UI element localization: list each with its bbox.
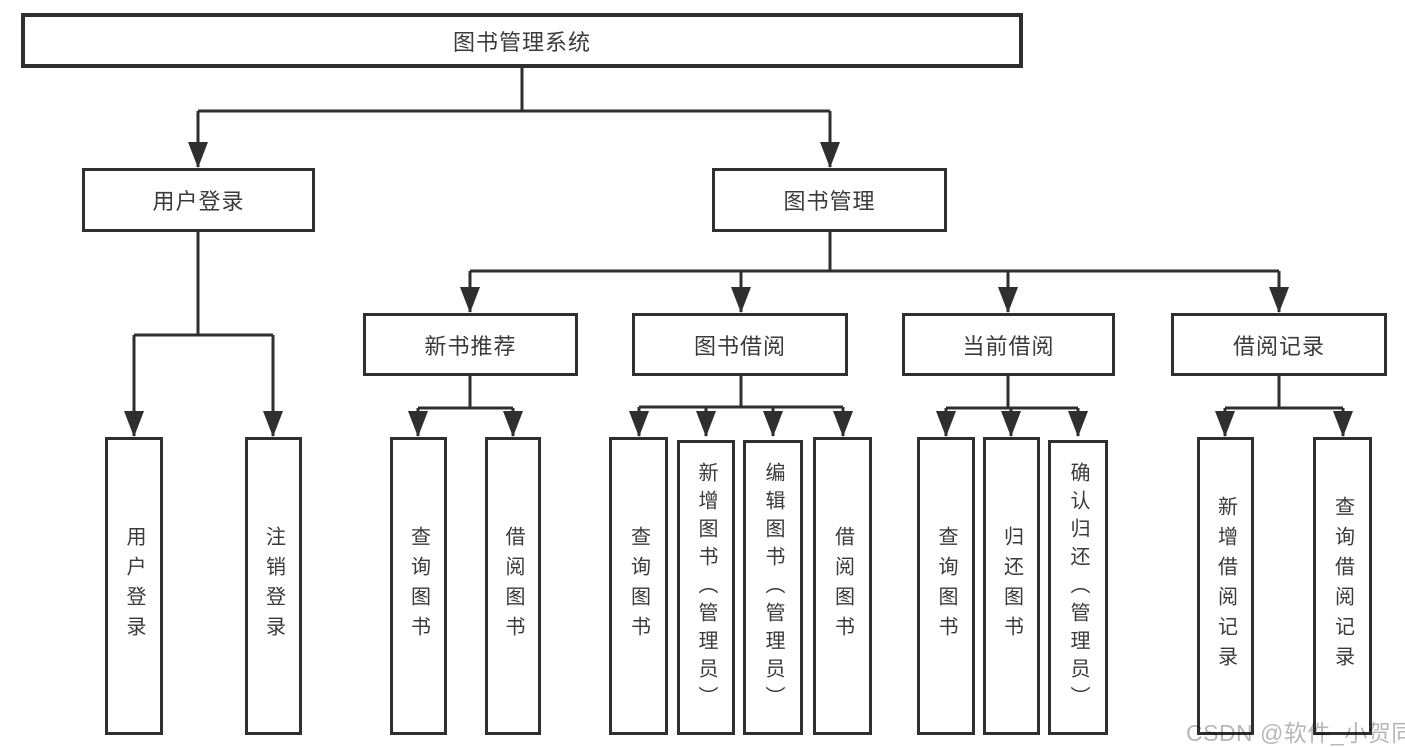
node-label: 借阅记录 xyxy=(1232,333,1325,359)
node-label: 当前借阅 xyxy=(962,333,1055,359)
node-label: 图书管理系统 xyxy=(452,29,591,55)
leaf-label: 查询图书 xyxy=(407,526,430,646)
leaf-label: 用户登录 xyxy=(123,526,145,646)
leaf-confirm-return-admin: 确认归还（管理员） xyxy=(1048,440,1108,735)
node-label: 图书借阅 xyxy=(693,333,786,359)
leaf-query-books-3: 查询图书 xyxy=(917,437,975,735)
leaf-label: 借阅图书 xyxy=(831,526,854,646)
leaf-label: 查询图书 xyxy=(627,526,650,646)
leaf-label: 查询借阅记录 xyxy=(1331,496,1354,676)
leaf-query-books-1: 查询图书 xyxy=(390,437,447,735)
leaf-borrow-books-1: 借阅图书 xyxy=(485,437,541,735)
node-current-borrowing: 当前借阅 xyxy=(902,313,1115,376)
leaf-return-book: 归还图书 xyxy=(983,437,1040,735)
connectors xyxy=(124,68,1353,437)
leaf-label: 归还图书 xyxy=(1000,526,1023,646)
node-book-management: 图书管理 xyxy=(712,168,947,232)
leaf-query-books-2: 查询图书 xyxy=(609,437,668,735)
node-book-management-system: 图书管理系统 xyxy=(21,13,1023,68)
leaf-user-login: 用户登录 xyxy=(105,437,163,735)
node-user-login: 用户登录 xyxy=(82,168,315,232)
leaf-borrow-books-2: 借阅图书 xyxy=(813,437,872,735)
leaf-label: 新增图书（管理员） xyxy=(695,461,717,714)
node-book-borrowing: 图书借阅 xyxy=(632,313,848,376)
node-label: 图书管理 xyxy=(783,189,876,214)
leaf-label: 借阅图书 xyxy=(502,526,524,646)
node-borrowing-records: 借阅记录 xyxy=(1171,313,1387,376)
leaf-query-borrow-record: 查询借阅记录 xyxy=(1313,437,1372,735)
node-label: 新书推荐 xyxy=(424,333,517,359)
leaf-label: 查询图书 xyxy=(935,526,957,646)
leaf-label: 编辑图书（管理员） xyxy=(762,461,784,714)
node-label: 用户登录 xyxy=(152,189,245,214)
leaf-edit-book-admin: 编辑图书（管理员） xyxy=(743,440,803,735)
leaf-add-book-admin: 新增图书（管理员） xyxy=(677,440,735,735)
leaf-add-borrow-record: 新增借阅记录 xyxy=(1197,437,1254,735)
csdn-watermark: CSDN @软件_小贺同学 xyxy=(1186,720,1405,746)
leaf-label: 确认归还（管理员） xyxy=(1067,461,1089,714)
leaf-label: 新增借阅记录 xyxy=(1214,496,1237,676)
node-new-book-recommend: 新书推荐 xyxy=(363,313,578,376)
leaf-label: 注销登录 xyxy=(262,526,285,646)
leaf-logout: 注销登录 xyxy=(245,437,302,735)
